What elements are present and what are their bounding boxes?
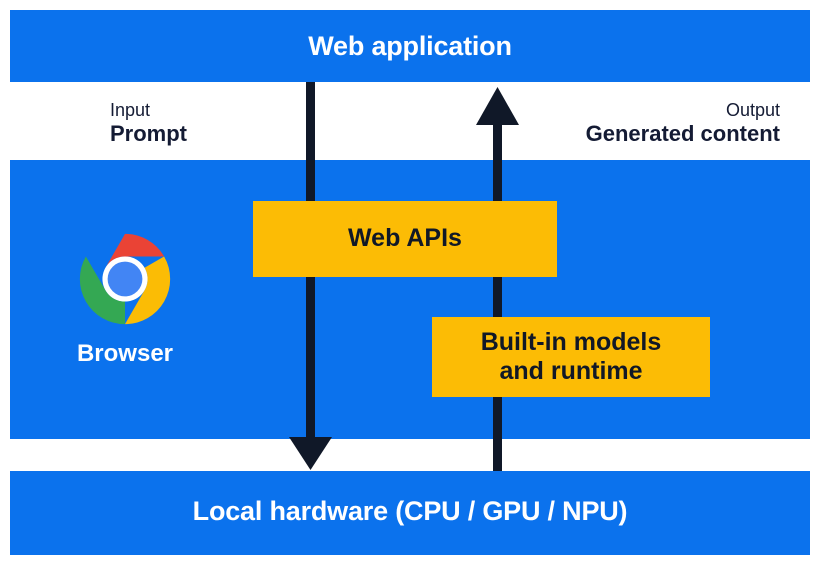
output-value: Generated content bbox=[585, 120, 780, 146]
input-value: Prompt bbox=[110, 120, 187, 146]
built-in-models-line-1: Built-in models bbox=[480, 327, 662, 356]
built-in-models-label: Built-in models and runtime bbox=[481, 328, 662, 387]
output-label: Output Generated content bbox=[586, 100, 780, 146]
web-apis-label: Web APIs bbox=[348, 224, 462, 253]
browser-label: Browser bbox=[76, 340, 174, 367]
built-in-models-line-2: and runtime bbox=[499, 357, 643, 385]
local-hardware-label: Local hardware (CPU / GPU / NPU) bbox=[192, 496, 628, 526]
chrome-logo-icon bbox=[79, 233, 171, 325]
built-in-models-box[interactable]: Built-in models and runtime bbox=[432, 317, 710, 397]
input-label: Input Prompt bbox=[110, 100, 187, 146]
web-apis-box[interactable]: Web APIs bbox=[253, 201, 557, 277]
output-kind: Output bbox=[725, 100, 780, 120]
local-hardware-band: Local hardware (CPU / GPU / NPU) bbox=[10, 471, 810, 555]
input-kind: Input bbox=[110, 100, 151, 120]
web-application-label: Web application bbox=[308, 31, 512, 61]
web-application-band: Web application bbox=[10, 10, 810, 82]
